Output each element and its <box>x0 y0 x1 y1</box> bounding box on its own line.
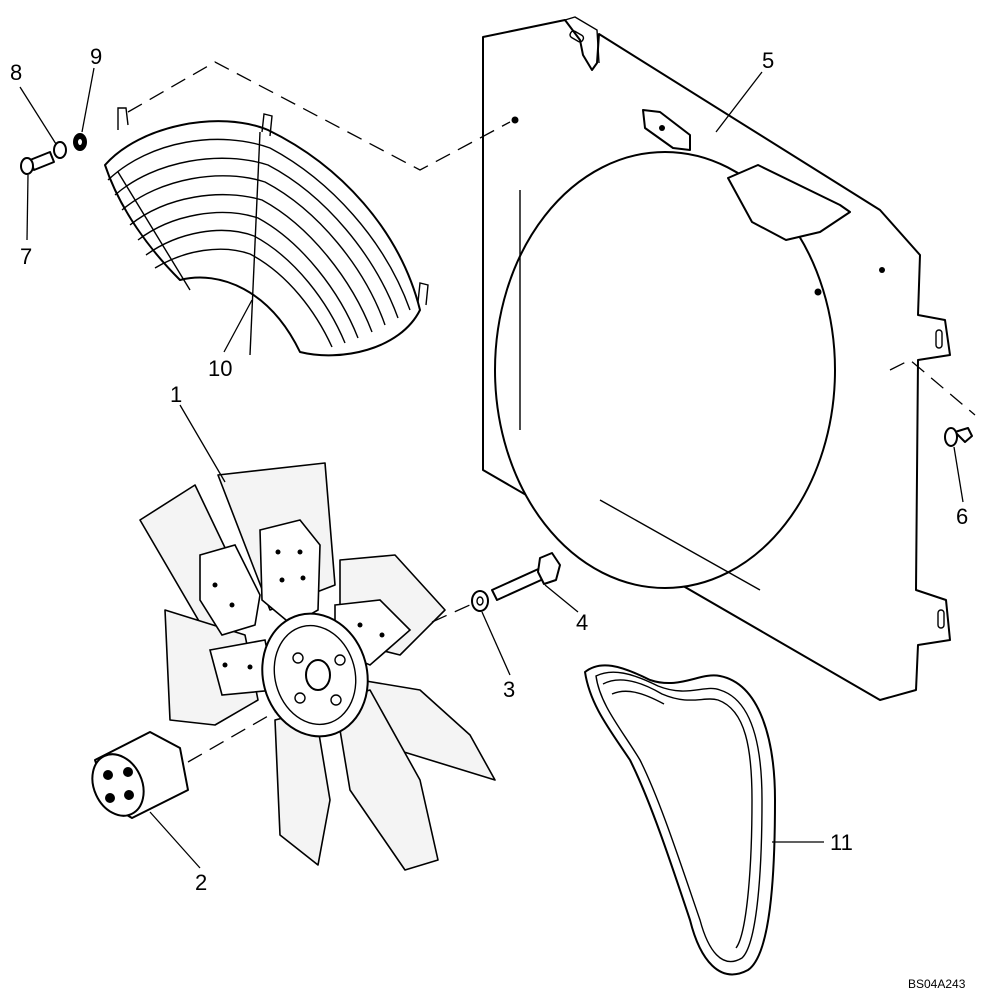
fan-part <box>139 462 496 871</box>
callout-2: 2 <box>195 870 207 895</box>
fan-shroud-part <box>482 16 951 701</box>
drawing-code: BS04A243 <box>908 977 966 991</box>
leader-lines <box>19 67 964 869</box>
callout-8: 8 <box>10 60 22 85</box>
callout-7: 7 <box>20 244 32 269</box>
callout-11: 11 <box>830 830 853 855</box>
callout-labels: 1 2 3 4 5 6 7 8 9 10 11 <box>10 44 968 895</box>
fan-guard-part <box>104 107 429 357</box>
pin-part <box>944 427 973 447</box>
spacer-ring-part <box>73 133 87 151</box>
callout-9: 9 <box>90 44 102 69</box>
washer-part <box>471 590 489 612</box>
screw-part <box>20 151 55 175</box>
bolt-part <box>491 552 561 601</box>
belt-part <box>584 664 776 976</box>
callout-5: 5 <box>762 48 774 73</box>
callout-4: 4 <box>576 610 588 635</box>
callout-6: 6 <box>956 504 968 529</box>
alignment-lines <box>127 61 976 763</box>
lock-washer-part <box>53 141 67 159</box>
spacer-part <box>91 731 189 819</box>
callout-1: 1 <box>170 382 182 407</box>
callout-3: 3 <box>503 677 515 702</box>
callout-10: 10 <box>208 356 232 381</box>
